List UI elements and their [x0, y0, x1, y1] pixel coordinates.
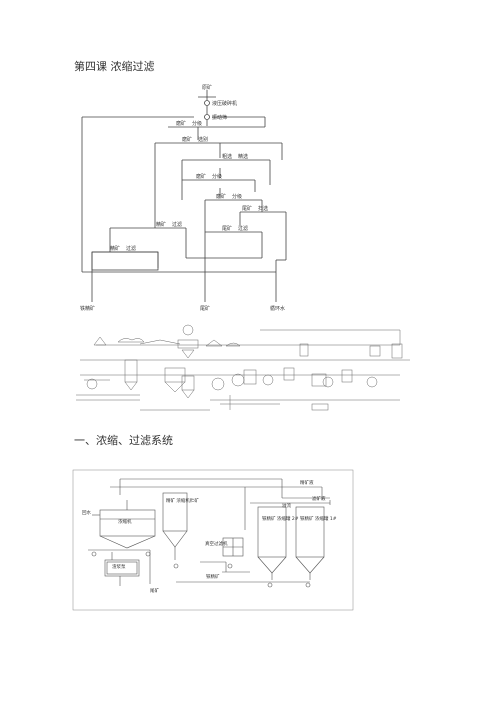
label-filter: 真空过滤机	[205, 540, 228, 547]
label-tank: 精矿 浓缩机贮矿	[166, 497, 199, 504]
lesson-heading: 第四课 浓缩过滤	[74, 60, 155, 73]
label-conc-out: 铁精矿	[206, 573, 220, 580]
label-stage3-a: 磨矿	[216, 193, 226, 200]
label-ore: 原矿	[202, 84, 212, 91]
label-grind1-b: 选别	[198, 136, 208, 143]
label-stage1-b: 分级	[192, 120, 202, 127]
label-sep1-a: 粗选	[222, 153, 232, 160]
label-crusher: 液压破碎机	[212, 100, 237, 107]
label-sep1-b: 精选	[238, 153, 248, 160]
output-tailings: 尾矿	[200, 305, 210, 312]
label-tank1: 铁精矿 浓缩罐 1#	[300, 515, 337, 522]
flowsheet-lines	[81, 90, 287, 302]
label-tail: 尾矿	[150, 587, 159, 594]
label-stage2-a: 磨矿	[196, 173, 206, 180]
label-sep2-a: 尾矿	[242, 205, 252, 212]
label-sep4-a: 尾矿	[222, 225, 232, 232]
label-water-in: 回水	[82, 509, 91, 516]
label-top-right2: 滤矿液	[312, 495, 326, 502]
label-stage3-b: 分级	[232, 193, 242, 200]
label-sep3b-a: 精矿	[110, 245, 120, 252]
flowsheet-labels: 原矿 液压破碎机 振动筛 磨矿 分级 磨矿 选别 粗选 精选 磨矿 分级 磨矿 …	[80, 84, 285, 312]
system-frame	[72, 469, 354, 611]
thickening-filtration-diagram	[88, 478, 331, 588]
label-sep2-b: 扫选	[258, 205, 268, 212]
label-sep4-b: 过滤	[238, 225, 248, 232]
label-screen: 振动筛	[212, 114, 227, 121]
section-heading: 一、浓缩、过滤系统	[74, 434, 173, 447]
label-sep3-b: 过滤	[172, 221, 182, 228]
label-grind1-a: 磨矿	[182, 136, 192, 143]
output-water: 循环水	[270, 305, 285, 312]
label-sep3b-b: 过滤	[126, 245, 136, 252]
label-stage1-a: 磨矿	[176, 120, 186, 127]
output-concentrate: 铁精矿	[80, 305, 95, 312]
label-top-mid: 溢流	[282, 502, 291, 509]
plant-layout-diagram	[76, 324, 410, 411]
label-sep3-a: 精矿	[156, 221, 166, 228]
label-pump: 渣浆泵	[112, 563, 126, 570]
label-tank2: 铁精矿 浓缩罐 2#	[262, 515, 299, 522]
label-top-right: 精矿液	[300, 479, 314, 486]
system-labels: 回水 浓缩机 精矿 浓缩机贮矿 真空过滤机 渣浆泵 铁精矿 浓缩罐 2# 铁精矿…	[82, 479, 337, 594]
label-thickener: 浓缩机	[118, 518, 132, 525]
label-stage2-b: 分级	[212, 173, 222, 180]
